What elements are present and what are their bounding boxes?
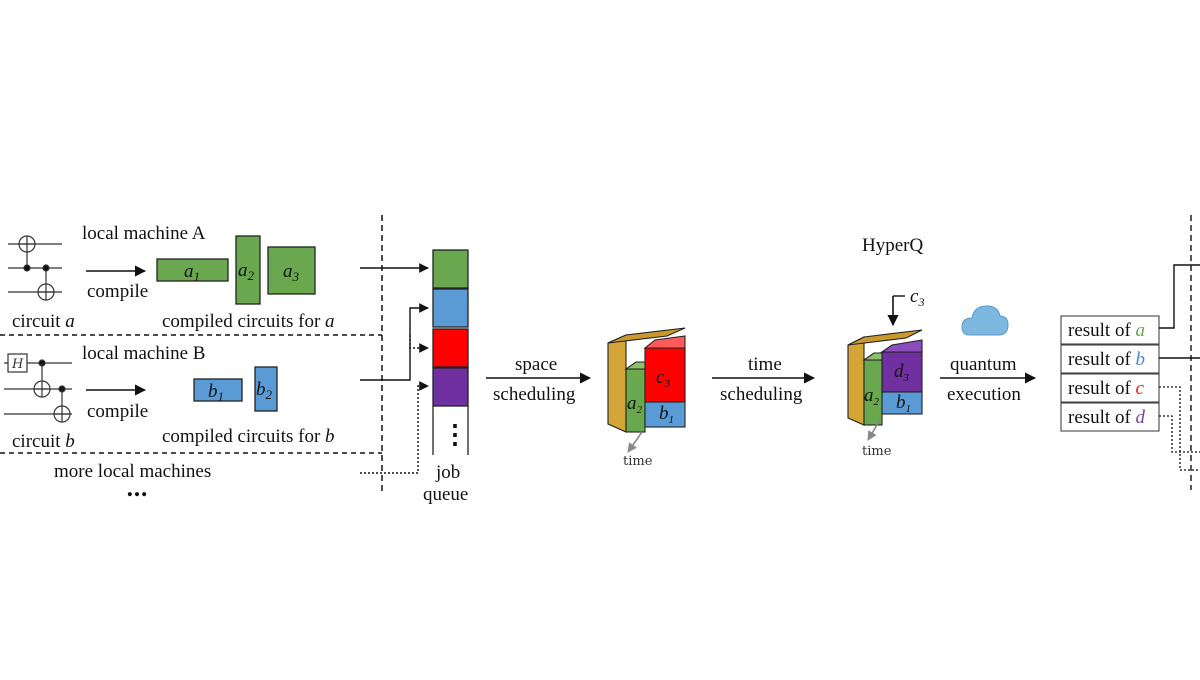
compile-a-label: compile xyxy=(87,281,148,302)
result-a-label: result of a xyxy=(1068,320,1145,341)
arrow-c-to-queue xyxy=(409,335,429,353)
compiled-a-label: compiled circuits for a xyxy=(162,311,335,332)
queue-slot-purple xyxy=(432,367,469,407)
job-queue: ⋮ xyxy=(432,249,469,455)
queue-slot-green xyxy=(432,249,469,289)
schedule-stack-1 xyxy=(607,327,686,433)
circuit-a-label: circuit a xyxy=(12,311,75,332)
arrow-b-to-queue xyxy=(360,303,429,381)
circuit-b-label: circuit b xyxy=(12,431,75,452)
circuit-b-diagram xyxy=(4,353,72,423)
stack2-a-label: a2 xyxy=(864,385,880,408)
stack1-time-axis xyxy=(627,431,643,453)
block-a3 xyxy=(267,246,316,295)
result-box-b xyxy=(1060,344,1160,374)
stack2-time-label: time xyxy=(862,444,892,459)
return-line-a xyxy=(1159,264,1200,329)
space-scheduling-line2: scheduling xyxy=(493,384,576,405)
space-scheduling-line1: space xyxy=(515,354,557,375)
compiled-b-label: compiled circuits for b xyxy=(162,426,335,447)
block-b1 xyxy=(193,378,243,402)
stack1-time-label: time xyxy=(623,454,653,469)
result-b-label: result of b xyxy=(1068,349,1145,370)
time-scheduling-line1: time xyxy=(748,354,782,375)
results-list xyxy=(1060,315,1160,432)
stack2-d-label: d3 xyxy=(894,361,910,384)
cloud-icon xyxy=(961,305,1009,336)
block-b1-label: b1 xyxy=(208,381,224,404)
quantum-execution-line2: execution xyxy=(947,384,1021,405)
block-a1 xyxy=(156,258,229,282)
hadamard-gate-label: H xyxy=(11,357,24,372)
stack2-time-axis xyxy=(867,419,881,441)
circuit-a-diagram xyxy=(8,235,62,301)
block-b2 xyxy=(254,366,278,412)
queue-slot-blue xyxy=(432,288,469,328)
stack2-incoming-label: c3 xyxy=(910,286,924,309)
queue-dots: ⋮ xyxy=(442,420,468,450)
queue-label-job: job xyxy=(435,462,460,483)
stack1-c-label: c3 xyxy=(656,367,670,390)
block-b2-label: b2 xyxy=(256,379,273,402)
block-a2 xyxy=(235,235,261,305)
stack1-a-label: a2 xyxy=(627,393,643,416)
block-a1-label: a1 xyxy=(184,261,200,284)
machine-b-label: local machine B xyxy=(82,343,205,364)
result-c-label: result of c xyxy=(1068,378,1145,399)
result-box-a xyxy=(1060,315,1160,345)
quantum-execution-line1: quantum xyxy=(950,354,1017,375)
stack2-b-label: b1 xyxy=(896,392,911,415)
schedule-stack-2 xyxy=(847,329,923,426)
return-line-c xyxy=(1159,386,1200,471)
compile-b-label: compile xyxy=(87,401,148,422)
block-a2-label: a2 xyxy=(238,260,255,283)
queue-label-queue: queue xyxy=(423,484,468,505)
block-a3-label: a3 xyxy=(283,261,300,284)
more-machines-ellipsis: … xyxy=(126,476,148,502)
arrow-more-to-queue xyxy=(360,381,429,474)
machine-a-label: local machine A xyxy=(82,223,206,244)
result-box-d xyxy=(1060,402,1160,432)
queue-slot-red xyxy=(432,328,469,368)
result-box-c xyxy=(1060,373,1160,403)
time-scheduling-line2: scheduling xyxy=(720,384,803,405)
more-machines-label: more local machines xyxy=(54,461,211,482)
hyperq-title: HyperQ xyxy=(862,235,923,256)
stack1-b-label: b1 xyxy=(659,403,674,426)
result-d-label: result of d xyxy=(1068,407,1146,428)
